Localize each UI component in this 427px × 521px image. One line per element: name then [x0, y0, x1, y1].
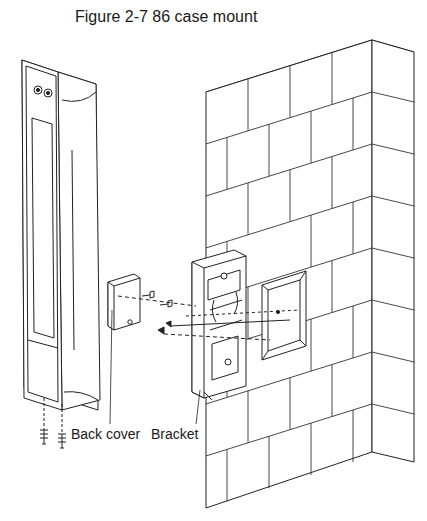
brick-joint	[206, 144, 372, 196]
brick-joint	[269, 436, 270, 488]
brick-joint	[372, 248, 414, 258]
brick-joint	[372, 92, 414, 102]
brick-joint	[290, 378, 291, 430]
brick-joint	[311, 423, 312, 475]
brick-joint	[248, 183, 249, 235]
brick-joint	[290, 66, 291, 118]
leader-lines	[110, 310, 200, 424]
bottom-screws	[40, 398, 66, 448]
part-label: Bracket	[150, 426, 199, 442]
brick-joint	[311, 111, 312, 163]
brick-joint	[372, 300, 414, 310]
brick-joint	[311, 319, 312, 371]
brick-joint	[248, 391, 249, 443]
brick-joint	[206, 404, 372, 456]
brick-joint	[353, 98, 354, 150]
brick-joint	[372, 144, 414, 154]
brick-joint	[227, 449, 228, 501]
part-label: Back cover	[70, 426, 141, 442]
brick-joint	[290, 170, 291, 222]
brick-joint	[332, 53, 333, 105]
brick-joint	[332, 157, 333, 209]
brick-joint	[372, 196, 414, 206]
back-cover	[108, 274, 196, 330]
brick-joint	[206, 92, 372, 144]
brick-joint	[353, 306, 354, 358]
bracket	[192, 250, 246, 400]
screws	[158, 310, 300, 340]
figure-title: Figure 2-7 86 case mount	[74, 8, 258, 26]
face-device	[22, 60, 100, 410]
brick-joint	[332, 261, 333, 313]
brick-joint	[372, 352, 414, 362]
brick-joint	[206, 196, 372, 248]
brick-joint	[311, 215, 312, 267]
brick-joint	[269, 124, 270, 176]
brick-joint	[353, 410, 354, 462]
brick-joint	[353, 202, 354, 254]
wall	[206, 40, 414, 508]
brick-joint	[227, 137, 228, 189]
brick-joint	[332, 365, 333, 417]
brick-joint	[372, 404, 414, 414]
brick-joint	[248, 79, 249, 131]
